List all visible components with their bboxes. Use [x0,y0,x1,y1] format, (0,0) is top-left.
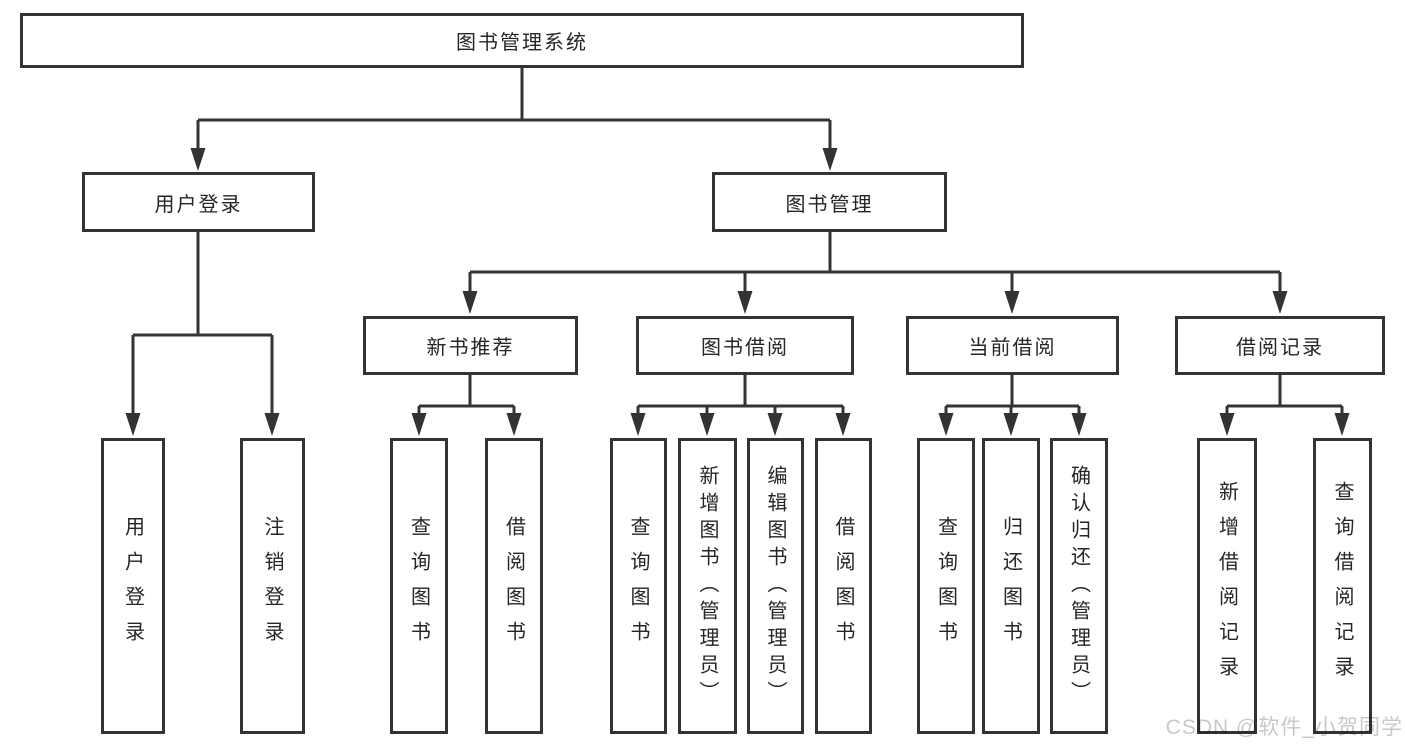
arrowhead [822,148,838,171]
leaf-borrow-add-books-admin: 新增图书（管理员） [678,438,737,734]
arrowhead [835,413,851,436]
arrowhead [1219,413,1235,436]
arrowhead [462,291,478,314]
connector-root-to-level1 [196,68,832,155]
node-root: 图书管理系统 [20,13,1024,68]
leaf-current-query-books: 查询图书 [917,438,975,734]
arrowheads [125,148,1350,436]
arrowhead [1334,413,1350,436]
leaf-logout: 注销登录 [240,438,305,734]
node-borrow-records: 借阅记录 [1175,316,1385,375]
leaf-user-login: 用户登录 [101,438,165,734]
node-current-borrow: 当前借阅 [906,316,1119,375]
arrowhead [630,413,646,436]
leaf-borrow-query-books: 查询图书 [610,438,667,734]
connector-new-book-branch [417,375,516,420]
arrowhead [506,413,522,436]
arrowhead [411,413,427,436]
node-user-login: 用户登录 [82,172,315,232]
arrowhead [125,413,141,436]
arrowhead [938,413,954,436]
leaf-newbook-query-books: 查询图书 [390,438,448,734]
leaf-borrow-edit-books-admin: 编辑图书（管理员） [747,438,804,734]
connector-borrow-records-branch [1225,375,1344,420]
leaf-records-query-record: 查询借阅记录 [1313,438,1372,734]
node-book-management: 图书管理 [712,172,947,232]
arrowhead [1003,413,1019,436]
arrowhead [1272,291,1288,314]
connector-book-management-branch [468,232,1282,300]
arrowhead [264,413,280,436]
leaf-current-return-books: 归还图书 [982,438,1040,734]
leaf-current-confirm-return-admin: 确认归还（管理员） [1050,438,1108,734]
arrowhead [190,148,206,171]
arrowhead [767,413,783,436]
node-new-book-recommend: 新书推荐 [363,316,578,375]
arrowhead [1071,413,1087,436]
leaf-newbook-borrow-books: 借阅图书 [485,438,543,734]
node-book-borrow: 图书借阅 [636,316,854,375]
leaf-borrow-borrow-books: 借阅图书 [815,438,872,734]
arrowhead [1004,291,1020,314]
arrowhead [699,413,715,436]
leaf-records-add-record: 新增借阅记录 [1197,438,1257,734]
connector-user-login-branch [131,232,274,420]
arrowhead [737,291,753,314]
connector-book-borrow-branch [636,375,845,420]
